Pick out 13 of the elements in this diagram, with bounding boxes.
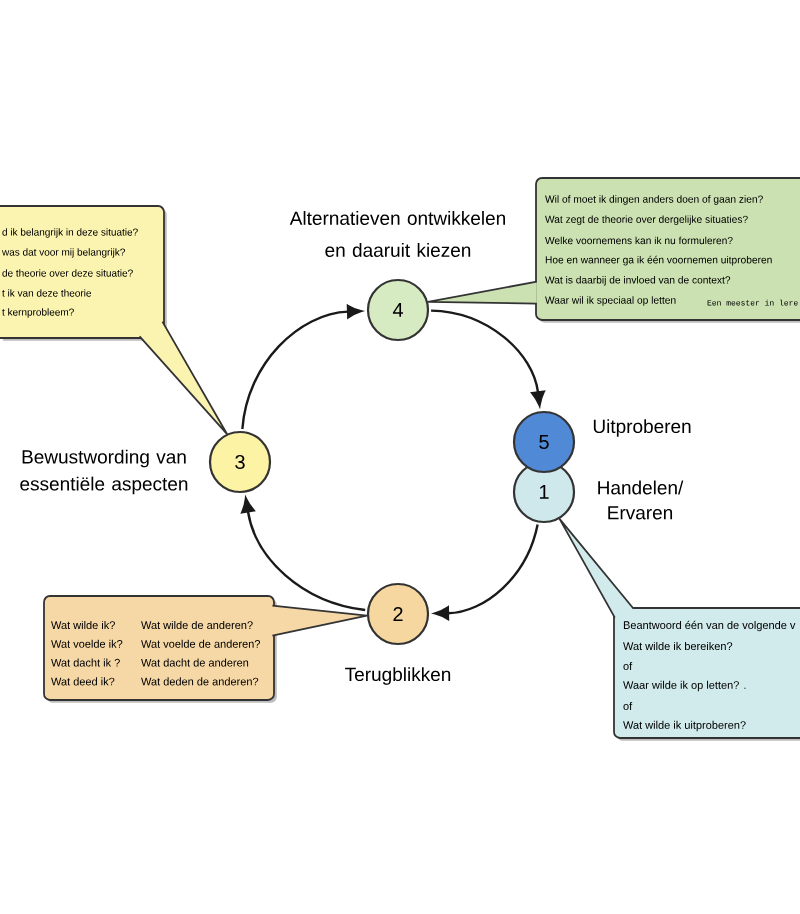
step-label: Terugblikken [345, 667, 451, 685]
callout-pointer [427, 280, 538, 305]
arrow [241, 497, 366, 612]
step-label: Alternatieven ontwikkelen en daaruit kiezen [289, 211, 505, 257]
step-label: Uitproberen [593, 419, 691, 437]
arrow [434, 524, 539, 621]
callout-pointer [138, 320, 228, 435]
step-label: Handelen/ Ervaren [598, 480, 684, 520]
step-label: Bewustwording van essentiële aspecten [20, 449, 188, 495]
arrow [431, 309, 545, 407]
arrow [241, 304, 362, 430]
callout-pointer [558, 518, 635, 619]
callout-pointer [271, 604, 368, 637]
